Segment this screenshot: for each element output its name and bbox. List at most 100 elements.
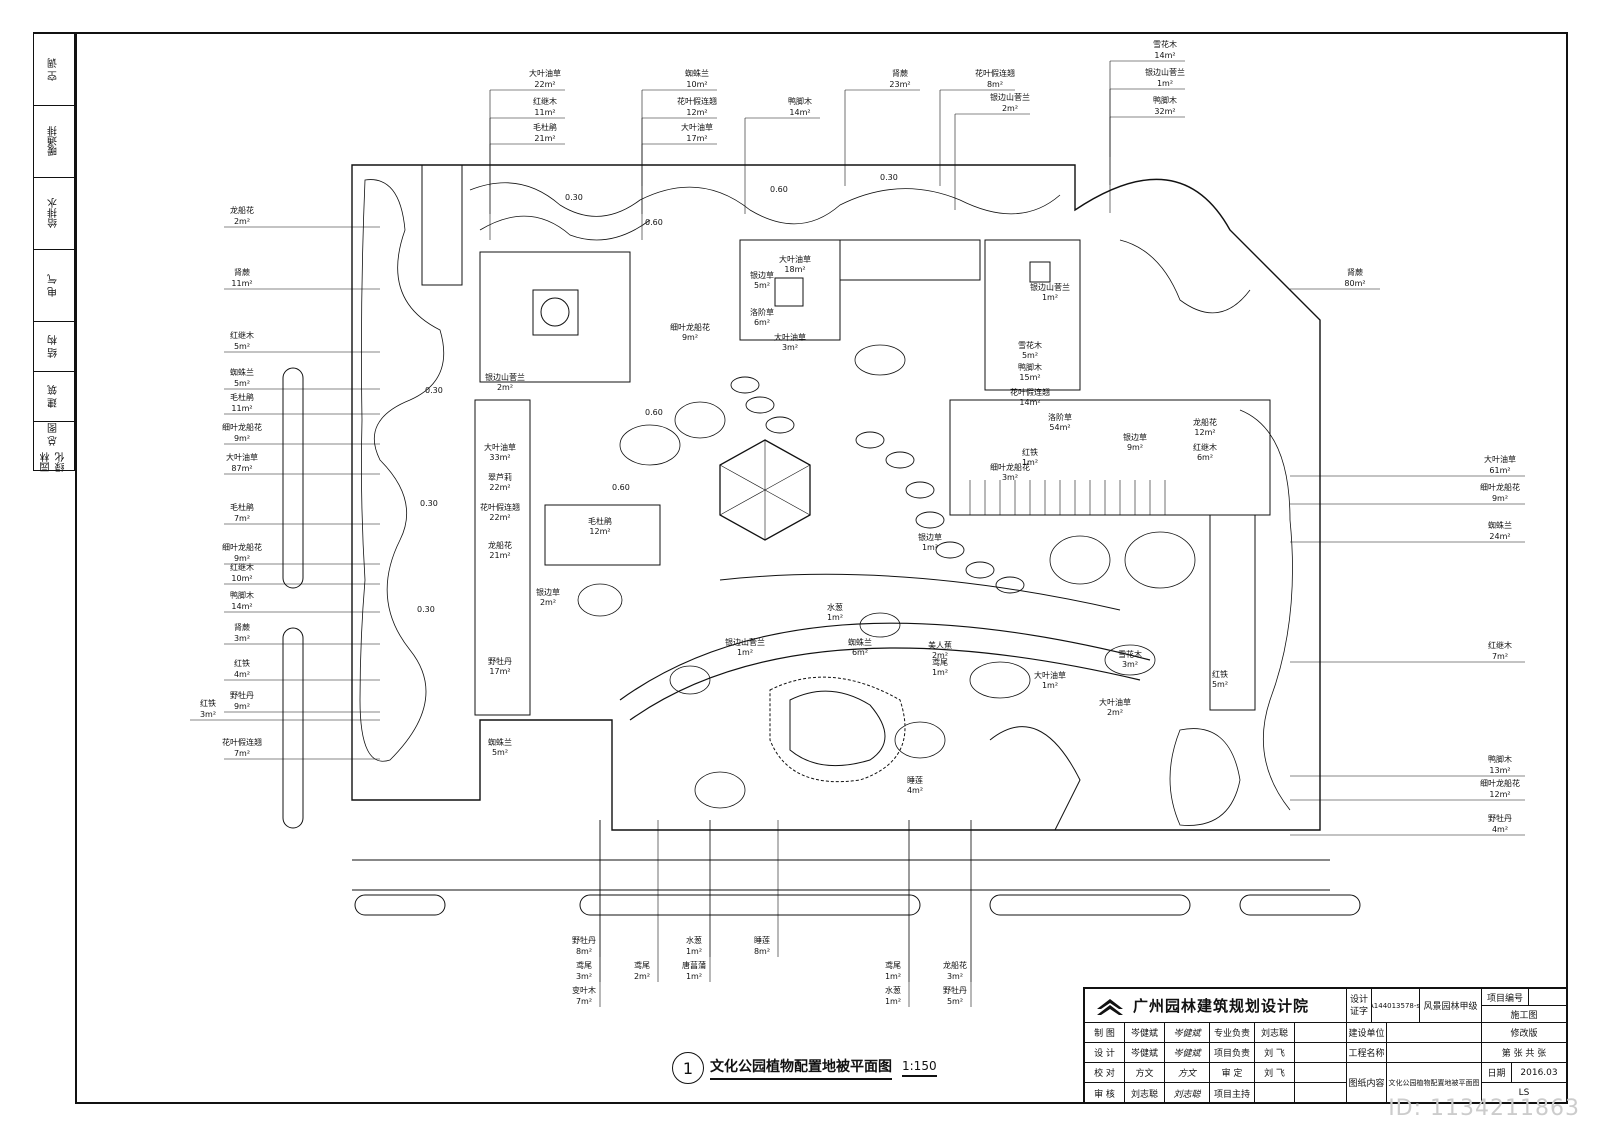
plant-label-area: 18m² bbox=[784, 265, 805, 274]
plant-labels: 龙船花2m²肾蕨11m²红继木5m²蜘蛛兰5m²毛杜鹃11m²细叶龙船花9m²大… bbox=[200, 39, 1520, 1006]
plant-label-area: 4m² bbox=[234, 670, 250, 679]
building bbox=[421, 164, 463, 286]
plant-label-name: 银边草 bbox=[750, 270, 774, 280]
plant-label-area: 4m² bbox=[1492, 825, 1508, 834]
plant-label-area: 1m² bbox=[922, 543, 938, 552]
drawing-title-block: 1 文化公园植物配置地被平面图 1:150 bbox=[672, 1052, 937, 1084]
plant-label-name: 毛杜鹃 bbox=[230, 392, 254, 402]
deck-slats bbox=[969, 480, 1166, 515]
plant-label-name: 细叶龙船花 bbox=[222, 542, 262, 552]
drawing-no: LS bbox=[1518, 1088, 1530, 1098]
plant-label-area: 9m² bbox=[234, 554, 250, 563]
plant-label-name: 野牡丹 bbox=[572, 935, 596, 945]
plant-label-name: 肾蕨 bbox=[234, 622, 250, 632]
drawing-content-value: 文化公园植物配置地被平面图 bbox=[1387, 1063, 1482, 1103]
plant-label-name: 龙船花 bbox=[943, 960, 967, 970]
org-name: 广州园林建筑规划设计院 bbox=[1133, 997, 1310, 1015]
plant-label-name: 野牡丹 bbox=[488, 656, 512, 666]
plant-label-name: 鸭脚木 bbox=[230, 590, 254, 600]
project-name-label: 工程名称 bbox=[1347, 1043, 1387, 1063]
planter bbox=[282, 367, 304, 589]
sheet-count: 第 张 共 张 bbox=[1482, 1043, 1566, 1063]
curved-path bbox=[629, 647, 1141, 721]
plant-label-name: 美人蕉 bbox=[928, 640, 952, 650]
discipline-strip: 空 调 暖通排 给排水 电 气 结 构 建 筑 总 图 园林绿化 bbox=[33, 32, 75, 472]
contour-label: 0.60 bbox=[612, 483, 630, 492]
plant-label-name: 鸭脚木 bbox=[1153, 95, 1177, 105]
drawing-content-label: 图纸内容 bbox=[1347, 1063, 1387, 1103]
plant-label-area: 1m² bbox=[1042, 293, 1058, 302]
building bbox=[839, 239, 981, 281]
plant-label-area: 23m² bbox=[889, 80, 910, 89]
signature-role2: 项目负责 bbox=[1210, 1043, 1255, 1063]
plant-label-name: 唐菖蒲 bbox=[682, 960, 706, 970]
org-logo-icon bbox=[1097, 998, 1123, 1015]
planter bbox=[579, 894, 921, 916]
plant-label-name: 花叶假连翘 bbox=[975, 68, 1015, 78]
building-core bbox=[532, 289, 579, 336]
plant-label-name: 细叶龙船花 bbox=[1480, 778, 1520, 788]
build-unit-value bbox=[1387, 1023, 1482, 1043]
timber-deck bbox=[949, 399, 1271, 516]
plant-label-area: 1m² bbox=[885, 997, 901, 1006]
plant-label-area: 8m² bbox=[576, 947, 592, 956]
plant-label-name: 蜘蛛兰 bbox=[1488, 520, 1512, 530]
plant-label-area: 14m² bbox=[789, 108, 810, 117]
revision: 修改版 bbox=[1482, 1023, 1566, 1043]
plant-label-name: 鸢尾 bbox=[885, 960, 901, 970]
plant-label-name: 野牡丹 bbox=[230, 690, 254, 700]
plant-label-name: 鸢尾 bbox=[634, 960, 650, 970]
plant-label-area: 5m² bbox=[492, 748, 508, 757]
signature-mark bbox=[1295, 1023, 1347, 1043]
plant-label-area: 8m² bbox=[754, 947, 770, 956]
signature-sig: 刘志聪 bbox=[1165, 1083, 1210, 1103]
plant-label-name: 红继木 bbox=[230, 562, 254, 572]
signature-role2: 审 定 bbox=[1210, 1063, 1255, 1083]
contour-label: 0.30 bbox=[425, 386, 443, 395]
plant-label-name: 银边草 bbox=[1123, 432, 1147, 442]
plant-label-area: 6m² bbox=[852, 648, 868, 657]
plant-label-name: 水葱 bbox=[827, 602, 843, 612]
plant-label-name: 龙船花 bbox=[1193, 417, 1217, 427]
plant-label-name: 毛杜鹃 bbox=[588, 516, 612, 526]
date-value: 2016.03 bbox=[1512, 1063, 1566, 1083]
plant-label-area: 54m² bbox=[1049, 423, 1070, 432]
plant-label-name: 细叶龙船花 bbox=[222, 422, 262, 432]
plant-label-name: 睡莲 bbox=[907, 775, 923, 785]
plant-label-area: 3m² bbox=[1122, 660, 1138, 669]
plant-label-area: 12m² bbox=[589, 527, 610, 536]
plant-label-area: 2m² bbox=[497, 383, 513, 392]
plant-label-area: 17m² bbox=[489, 667, 510, 676]
plant-label-name: 红铁 bbox=[234, 658, 250, 668]
signature-role2: 专业负责 bbox=[1210, 1023, 1255, 1043]
plant-label-area: 1m² bbox=[1157, 79, 1173, 88]
plant-label-area: 12m² bbox=[1194, 428, 1215, 437]
signature-role: 设 计 bbox=[1085, 1043, 1125, 1063]
plant-label-area: 9m² bbox=[682, 333, 698, 342]
plant-label-name: 花叶假连翘 bbox=[1010, 387, 1050, 397]
plant-label-name: 银边山菅兰 bbox=[1030, 282, 1070, 292]
plant-label-area: 24m² bbox=[1489, 532, 1510, 541]
plant-label-area: 9m² bbox=[1492, 494, 1508, 503]
plant-label-name: 大叶油草 bbox=[774, 332, 806, 342]
plant-label-name: 龙船花 bbox=[230, 205, 254, 215]
plant-label-name: 大叶油草 bbox=[1484, 454, 1516, 464]
plant-label-area: 1m² bbox=[932, 668, 948, 677]
cert-label: 设计证字 bbox=[1347, 989, 1372, 1023]
curved-path bbox=[719, 573, 1121, 611]
plant-label-name: 大叶油草 bbox=[779, 254, 811, 264]
building-core bbox=[1029, 261, 1051, 283]
plant-label-area: 14m² bbox=[231, 602, 252, 611]
grade: 风景园林甲级 bbox=[1420, 989, 1482, 1023]
plant-label-area: 33m² bbox=[489, 453, 510, 462]
signature-name2: 刘 飞 bbox=[1255, 1063, 1295, 1083]
planting-masses bbox=[359, 179, 1293, 826]
plant-label-name: 水葱 bbox=[686, 935, 702, 945]
signature-name: 方文 bbox=[1125, 1063, 1165, 1083]
plant-label-area: 6m² bbox=[1197, 453, 1213, 462]
plant-label-name: 大叶油草 bbox=[1099, 697, 1131, 707]
plant-label-area: 10m² bbox=[231, 574, 252, 583]
plant-label-name: 雪花木 bbox=[1153, 39, 1177, 49]
plant-label-area: 11m² bbox=[231, 404, 252, 413]
